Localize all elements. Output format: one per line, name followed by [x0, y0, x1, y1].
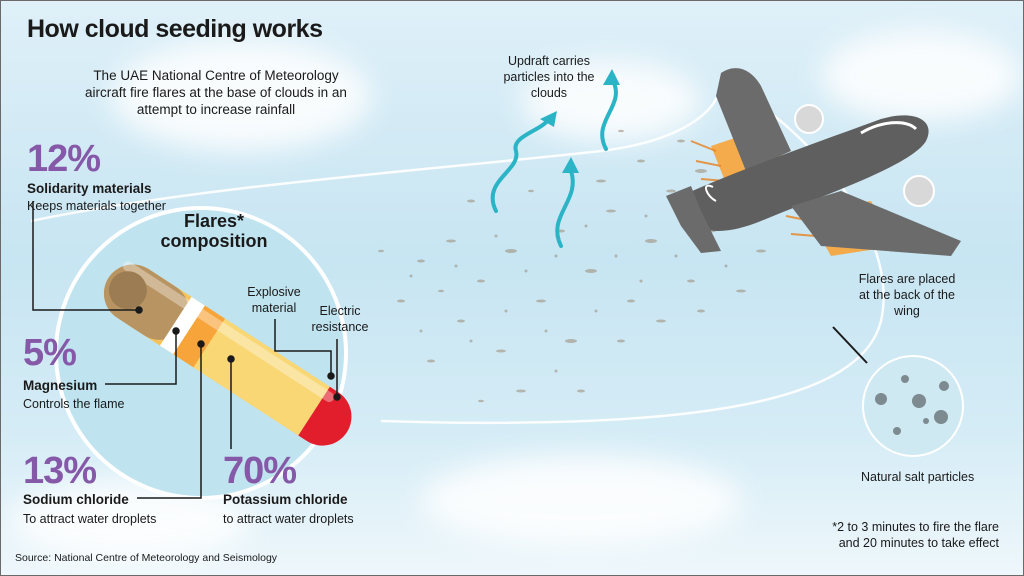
airplane-fuselage [671, 115, 929, 231]
footnote: *2 to 3 minutes to fire the flare and 20… [832, 520, 999, 550]
airplane-icon [666, 68, 961, 256]
airplane-wing-upper [716, 68, 791, 171]
airplane-cockpit [860, 121, 918, 135]
desc-potassium-chloride: to attract water droplets [223, 512, 354, 526]
label-updraft: Updraft carries particles into the cloud… [503, 54, 595, 100]
page-title: How cloud seeding works [27, 15, 323, 43]
particle-dots [409, 199, 728, 373]
percent-solidarity: 12% [27, 138, 101, 180]
label-salt-particles: Natural salt particles [861, 470, 975, 484]
airplane-wing-lower [791, 191, 961, 256]
percent-sodium-chloride: 13% [23, 450, 97, 492]
label-sodium-chloride: Sodium chloride [23, 492, 129, 507]
updraft-arrowheads [540, 69, 620, 173]
desc-magnesium: Controls the flame [23, 397, 125, 411]
propeller-1 [794, 104, 824, 134]
source-credit: Source: National Centre of Meteorology a… [15, 552, 278, 564]
propeller-2 [903, 175, 935, 207]
label-solidarity: Solidarity materials [27, 181, 152, 196]
composition-pointers [32, 201, 341, 499]
desc-solidarity: Keeps materials together [27, 199, 166, 213]
percent-magnesium: 5% [23, 332, 77, 374]
label-explosive-material: Explosive material [247, 285, 301, 315]
salt-particles-icon [862, 355, 964, 457]
intro-text: The UAE National Centre of Meteorology a… [85, 68, 347, 117]
label-flares-placed: Flares are placed at the back of the win… [858, 272, 956, 318]
label-electric-resistance: Electric resistance [311, 304, 369, 334]
label-potassium-chloride: Potassium chloride [223, 492, 348, 507]
flare-tube-icon [103, 261, 352, 446]
label-magnesium: Magnesium [23, 378, 98, 393]
composition-heading: Flares* composition [160, 211, 268, 251]
desc-sodium-chloride: To attract water droplets [23, 512, 157, 526]
cloud [821, 31, 1021, 121]
cloud [111, 41, 371, 151]
airplane-tail [666, 186, 721, 253]
cloud [421, 456, 741, 546]
updraft-arrow-icon [490, 79, 618, 248]
wing-pointer [832, 326, 868, 364]
percent-potassium-chloride: 70% [223, 450, 297, 492]
